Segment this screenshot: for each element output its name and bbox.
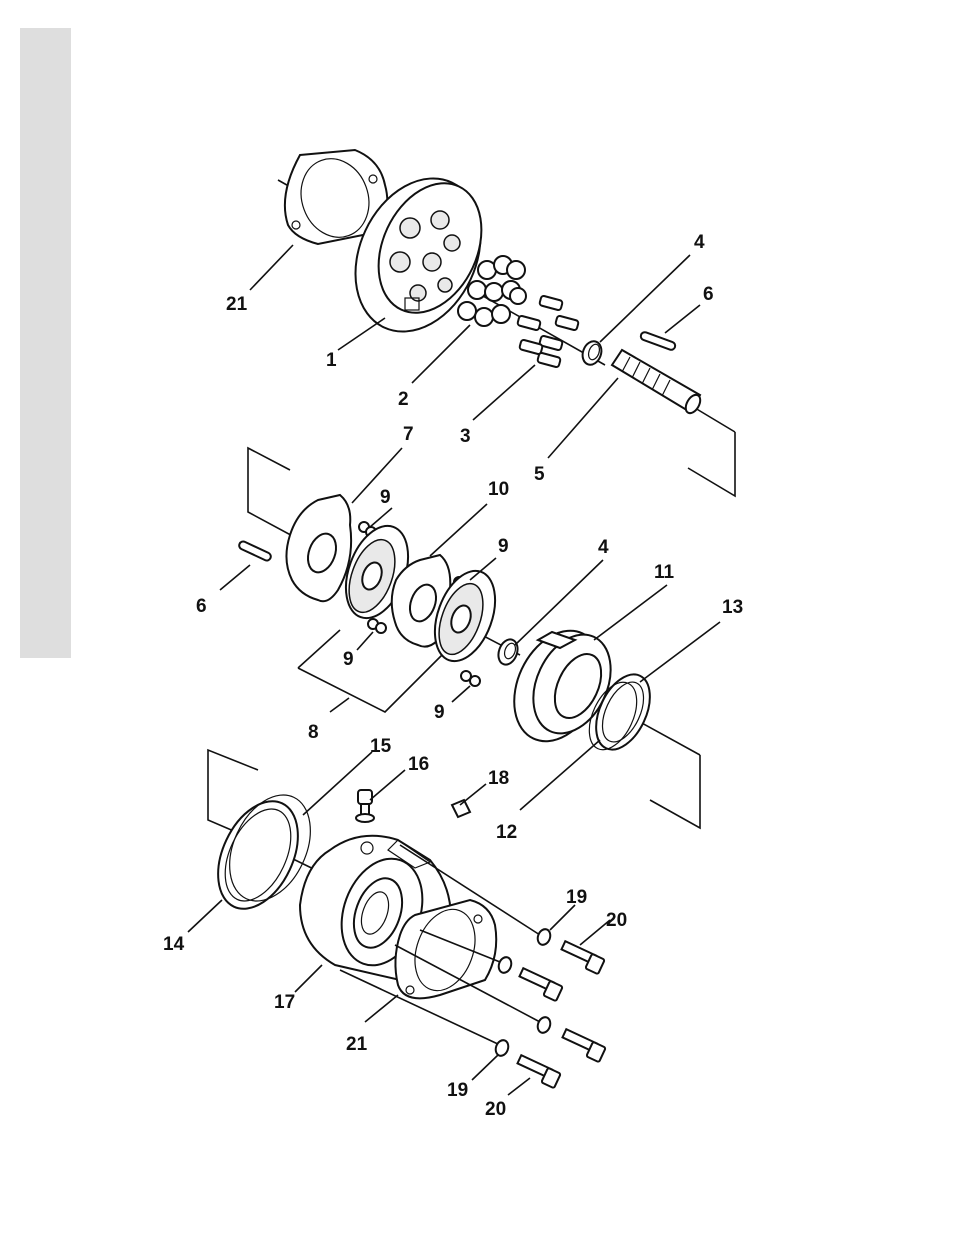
fitting-part-16 bbox=[356, 790, 374, 822]
pin-part-6-middle bbox=[238, 540, 272, 562]
pin-part-6-top bbox=[640, 331, 677, 351]
callout-9: 9 bbox=[498, 536, 509, 557]
callout-4: 4 bbox=[598, 537, 609, 558]
balls-part-9-b bbox=[368, 619, 386, 633]
snap-ring-part-4-middle bbox=[495, 637, 521, 668]
callout-11: 11 bbox=[654, 562, 675, 583]
callout-17: 17 bbox=[274, 992, 295, 1013]
callout-21: 21 bbox=[346, 1034, 368, 1055]
callout-13: 13 bbox=[722, 597, 743, 618]
callout-2: 2 bbox=[398, 389, 409, 410]
callout-10: 10 bbox=[488, 479, 509, 500]
callout-21: 21 bbox=[226, 294, 248, 315]
callout-15: 15 bbox=[370, 736, 392, 757]
callout-9: 9 bbox=[343, 649, 354, 670]
washer-part-19-a bbox=[536, 927, 553, 946]
callout-14: 14 bbox=[163, 934, 185, 955]
callout-12: 12 bbox=[496, 822, 517, 843]
plug-part-18 bbox=[452, 800, 470, 817]
washer-part-19-d bbox=[494, 1038, 511, 1057]
callout-9: 9 bbox=[434, 702, 445, 723]
callout-19: 19 bbox=[447, 1080, 468, 1101]
callout-5: 5 bbox=[534, 464, 545, 485]
callout-6: 6 bbox=[196, 596, 207, 617]
callout-20: 20 bbox=[485, 1099, 506, 1120]
callout-18: 18 bbox=[488, 768, 509, 789]
balls-part-9-d bbox=[461, 671, 480, 686]
callout-1: 1 bbox=[326, 350, 337, 371]
callout-16: 16 bbox=[408, 754, 429, 775]
callout-6: 6 bbox=[703, 284, 714, 305]
callout-9: 9 bbox=[380, 487, 391, 508]
group-bottom: 15 16 18 14 17 21 19 20 19 20 bbox=[163, 736, 627, 1120]
bolt-part-20-a bbox=[561, 941, 604, 974]
callout-8: 8 bbox=[308, 722, 319, 743]
callout-19: 19 bbox=[566, 887, 587, 908]
washer-part-19-b bbox=[497, 955, 514, 974]
group-top: 21 1 2 3 5 4 6 bbox=[226, 149, 735, 496]
callout-4: 4 bbox=[694, 232, 705, 253]
bolt-part-20-b bbox=[519, 968, 562, 1001]
shaft-part-5 bbox=[612, 350, 703, 416]
bolt-part-20-c bbox=[562, 1029, 605, 1062]
callout-7: 7 bbox=[403, 424, 414, 445]
group-middle: 7 9 10 9 4 11 13 6 9 9 8 12 bbox=[196, 424, 743, 843]
washer-part-19-c bbox=[536, 1015, 553, 1034]
callout-3: 3 bbox=[460, 426, 471, 447]
plate-part-7 bbox=[286, 495, 351, 601]
spring-group-part-3 bbox=[517, 295, 579, 367]
callout-20: 20 bbox=[606, 910, 627, 931]
